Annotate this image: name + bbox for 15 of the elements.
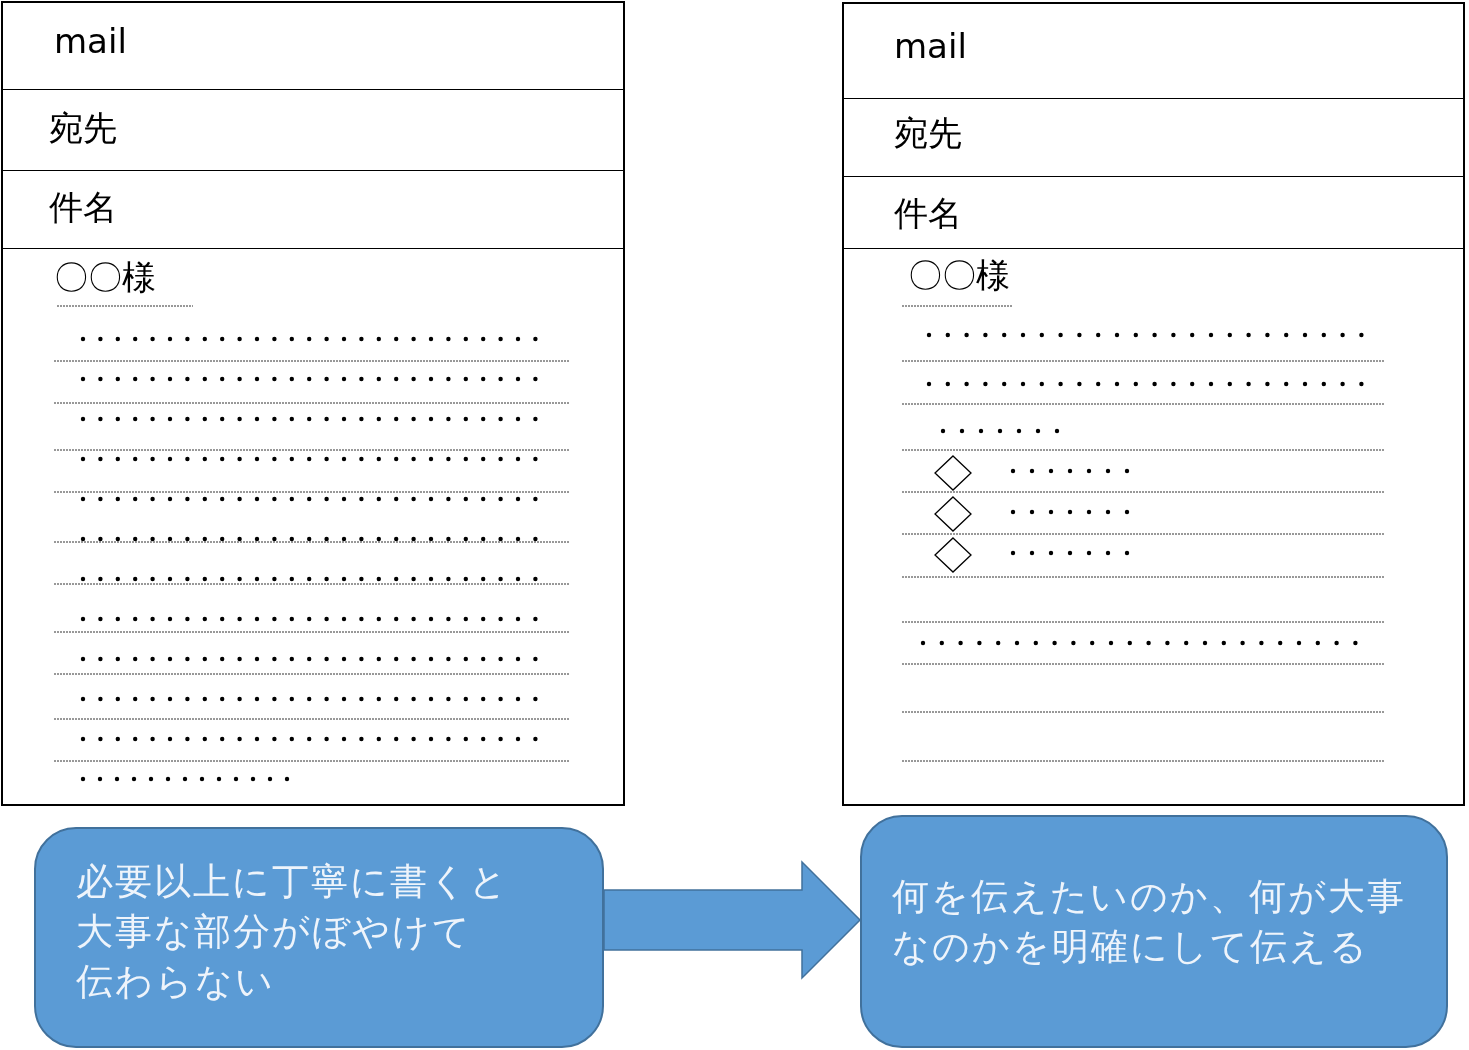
email-panel xyxy=(1,1,625,806)
field-label: mail xyxy=(894,26,967,66)
block-arrow xyxy=(603,860,862,980)
callout-box xyxy=(860,815,1448,1048)
email-panel xyxy=(842,2,1465,806)
salutation-text: 〇〇様 xyxy=(54,256,156,299)
field-label: 件名 xyxy=(894,192,962,235)
salutation-text: 〇〇様 xyxy=(908,254,1010,297)
field-label: 宛先 xyxy=(894,112,962,155)
callout-text: 何を伝えたいのか、何が大事なのかを明確にして伝える xyxy=(892,874,1406,970)
field-label: 宛先 xyxy=(49,107,117,150)
field-label: 件名 xyxy=(49,186,117,229)
field-label: mail xyxy=(54,21,127,61)
callout-box xyxy=(34,827,604,1048)
callout-text: 必要以上に丁寧に書くと大事な部分がぼやけて伝わらない xyxy=(76,859,509,1005)
